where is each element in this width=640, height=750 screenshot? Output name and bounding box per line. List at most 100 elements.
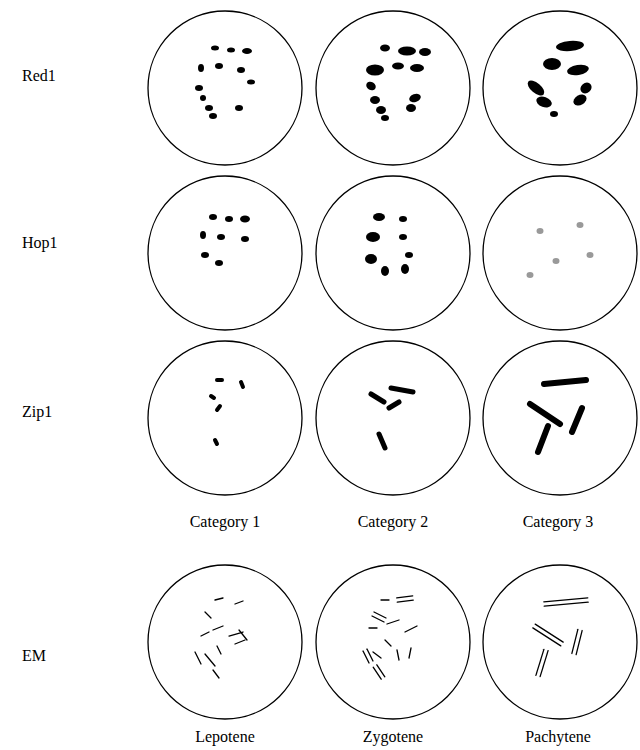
axis-line: [397, 596, 413, 598]
category-label: Category 1: [145, 512, 305, 532]
chromatin-focus: [380, 45, 390, 52]
axis-line: [205, 612, 211, 618]
nucleus-circle: [316, 11, 470, 165]
chromatin-focus: [406, 104, 416, 112]
axis-line: [397, 650, 399, 660]
nucleus-circle: [316, 176, 470, 330]
chromatin-focus: [587, 252, 594, 258]
chromatin-focus: [525, 78, 547, 99]
axis-line: [213, 626, 223, 630]
chromatin-focus: [550, 111, 558, 117]
chromatin-focus: [537, 228, 544, 234]
axis-line: [533, 628, 561, 646]
nucleus-circle: [148, 341, 302, 495]
axis-line: [195, 652, 201, 664]
axis-line: [544, 598, 588, 602]
chromatin-focus: [553, 258, 560, 264]
chromatin-focus: [408, 92, 422, 104]
chromatin-focus: [366, 232, 380, 242]
nucleus-circle: [148, 565, 302, 719]
protein-label: Zip1: [22, 402, 52, 422]
chromatin-focus: [211, 46, 219, 51]
chromatin-focus: [373, 213, 385, 221]
axis-line: [572, 408, 582, 432]
stage-label: Zygotene: [313, 727, 473, 747]
chromatin-focus: [578, 80, 594, 95]
axis-line: [217, 406, 220, 410]
chromatin-focus: [365, 254, 377, 264]
axis-line: [217, 378, 222, 382]
axis-line: [540, 651, 548, 677]
axis-line: [363, 651, 369, 663]
chromatin-focus: [527, 272, 534, 278]
axis-line: [217, 646, 221, 654]
axis-line: [215, 598, 223, 600]
protein-label: Hop1: [22, 233, 58, 253]
axis-line: [201, 632, 209, 636]
chromatin-focus: [392, 63, 404, 70]
chromatin-focus: [535, 95, 553, 110]
chromatin-focus: [366, 65, 384, 76]
axis-line: [536, 649, 544, 675]
axis-line: [373, 652, 381, 658]
axis-line: [405, 626, 417, 632]
axis-line: [235, 601, 243, 604]
chromatin-focus: [370, 96, 380, 104]
axis-line: [215, 440, 217, 444]
axis-line: [530, 404, 560, 424]
chromatin-focus: [241, 236, 249, 242]
nucleus-circle: [483, 341, 637, 495]
axis-line: [535, 624, 563, 642]
chromatin-focus: [247, 80, 255, 85]
chromatin-focus: [227, 48, 235, 53]
chromatin-focus: [401, 264, 409, 274]
nucleus-circle: [316, 341, 470, 495]
chromatin-focus: [235, 105, 243, 111]
axis-line: [213, 670, 219, 678]
chromatin-focus: [376, 106, 386, 114]
chromatin-focus: [543, 58, 561, 70]
chromatin-focus: [365, 80, 378, 92]
axis-line: [391, 388, 413, 392]
chromatin-focus: [410, 64, 424, 72]
axis-line: [239, 630, 247, 640]
chromatin-focus: [217, 234, 225, 240]
axis-line: [538, 426, 548, 452]
protein-label: Red1: [22, 66, 56, 86]
method-label: EM: [22, 646, 46, 666]
chromatin-focus: [225, 216, 233, 222]
chromatin-focus: [209, 113, 217, 119]
chromatin-focus: [200, 231, 206, 239]
axis-line: [572, 629, 578, 653]
chromatin-focus: [215, 63, 223, 69]
stage-label: Pachytene: [478, 727, 638, 747]
axis-line: [385, 640, 391, 646]
axis-line: [235, 640, 245, 644]
chromatin-focus: [242, 48, 252, 54]
chromatin-focus: [571, 92, 588, 108]
chromatin-focus: [200, 95, 206, 101]
chromatin-focus: [399, 234, 407, 240]
axis-line: [397, 600, 413, 602]
chromatin-focus: [419, 48, 431, 56]
axis-line: [544, 380, 586, 384]
nucleus-circle: [148, 176, 302, 330]
nucleus-circle: [316, 565, 470, 719]
axis-line: [369, 627, 377, 628]
chromatin-focus: [237, 67, 245, 73]
chromatin-focus: [195, 85, 203, 91]
chromatin-focus: [381, 115, 389, 121]
chromatin-focus: [405, 252, 413, 258]
chromatin-focus: [398, 47, 416, 56]
chromatin-focus: [556, 40, 585, 52]
axis-line: [241, 382, 243, 387]
stage-label: Lepotene: [145, 727, 305, 747]
category-label: Category 2: [313, 512, 473, 532]
axis-line: [211, 396, 214, 398]
chromatin-focus: [205, 105, 213, 111]
nucleus-circle: [483, 11, 637, 165]
chromatin-focus: [209, 214, 217, 220]
axis-line: [387, 620, 399, 624]
axis-line: [379, 434, 385, 448]
chromatin-focus: [566, 63, 589, 77]
